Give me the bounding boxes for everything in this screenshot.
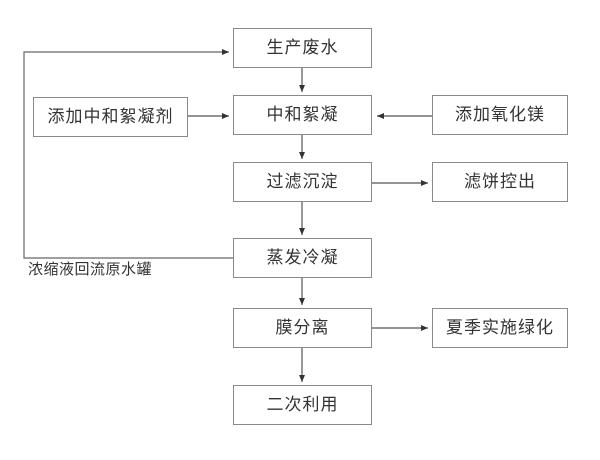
node-membrane-separation[interactable]: 膜分离 [233,308,372,348]
node-label-add-magnesium-oxide: 添加氧化镁 [455,104,545,125]
node-filter-cake-discharge[interactable]: 滤饼控出 [432,162,568,202]
edge-evaporation-recycle-to-wastewater [23,49,233,259]
node-label-membrane-separation: 膜分离 [275,317,330,338]
node-label-neutralization-flocculation: 中和絮凝 [266,104,339,125]
edge-note-label-concentrate-return: 浓缩液回流原水罐 [28,260,153,278]
node-label-filtration-precipitation: 过滤沉淀 [266,171,339,192]
node-neutralization-flocculation[interactable]: 中和絮凝 [233,95,372,135]
node-label-production-wastewater: 生产废水 [266,37,339,58]
node-evaporation-condensation[interactable]: 蒸发冷凝 [233,238,372,278]
node-add-magnesium-oxide[interactable]: 添加氧化镁 [432,95,568,135]
node-add-neutralizing-flocculant[interactable]: 添加中和絮凝剂 [33,97,188,137]
node-label-secondary-utilization: 二次利用 [266,394,339,415]
node-label-filter-cake-discharge: 滤饼控出 [464,171,536,192]
node-filtration-precipitation[interactable]: 过滤沉淀 [233,162,372,202]
node-summer-greening[interactable]: 夏季实施绿化 [432,308,568,348]
node-secondary-utilization[interactable]: 二次利用 [233,385,372,425]
node-production-wastewater[interactable]: 生产废水 [233,28,372,68]
node-label-summer-greening: 夏季实施绿化 [446,317,554,338]
edge-note-concentrate-return: 浓缩液回流原水罐 [28,262,152,277]
node-label-evaporation-condensation: 蒸发冷凝 [266,247,339,268]
node-label-add-neutralizing-flocculant: 添加中和絮凝剂 [47,106,174,127]
